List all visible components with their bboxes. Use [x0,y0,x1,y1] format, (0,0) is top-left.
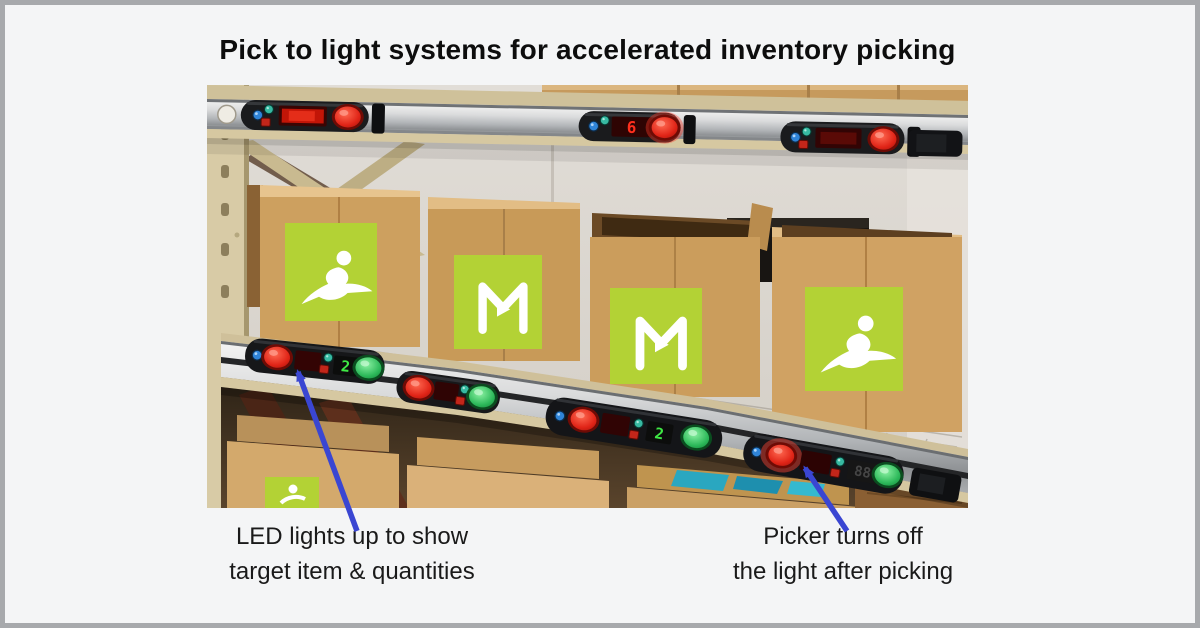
wall-seam [551,109,554,209]
led-quantity-shelf-1: 2 [340,357,351,376]
shelf-box [428,197,580,361]
warehouse-scene: 6 [207,85,968,508]
led-display [433,381,460,403]
page-title: Pick to light systems for accelerated in… [219,34,956,65]
warehouse-photo: 6 [207,85,968,508]
led-quantity-shelf-4: 88 [853,463,872,482]
pick-light-module-top-2: 6 [578,111,696,145]
annotation-led-line1: LED lights up to show [235,523,469,550]
pick-light-module-shelf-3: 2 [545,397,723,458]
annotation-led-line2: target item & quantities [229,558,475,585]
led-display [600,412,631,437]
rail-end-module [908,467,962,503]
shelf-box [260,185,420,347]
lower-shelf-area [221,377,968,508]
led-display [611,116,652,138]
led-quantity-top: 6 [627,118,637,137]
shelf-box [772,225,962,432]
led-display [294,350,322,372]
shelf-box-open [590,203,773,397]
pick-light-module-top-1 [240,100,386,134]
rail-end-module [908,129,963,157]
rail-end-cap [217,104,237,125]
annotation-picker-line2: the light after picking [732,558,954,585]
annotation-led: LED lights up to show target item & quan… [202,519,502,589]
shelf-boxes [247,185,962,432]
pick-light-module-shelf-2 [396,370,501,414]
annotation-picker-line1: Picker turns off [763,523,923,550]
left-upright-post [207,85,249,508]
pick-light-module-top-3 [780,121,921,157]
middle-rail: 2 [221,333,968,508]
top-rail: 6 [207,85,968,171]
led-quantity-shelf-3: 2 [653,424,665,443]
annotation-picker: Picker turns off the light after picking [693,519,993,589]
